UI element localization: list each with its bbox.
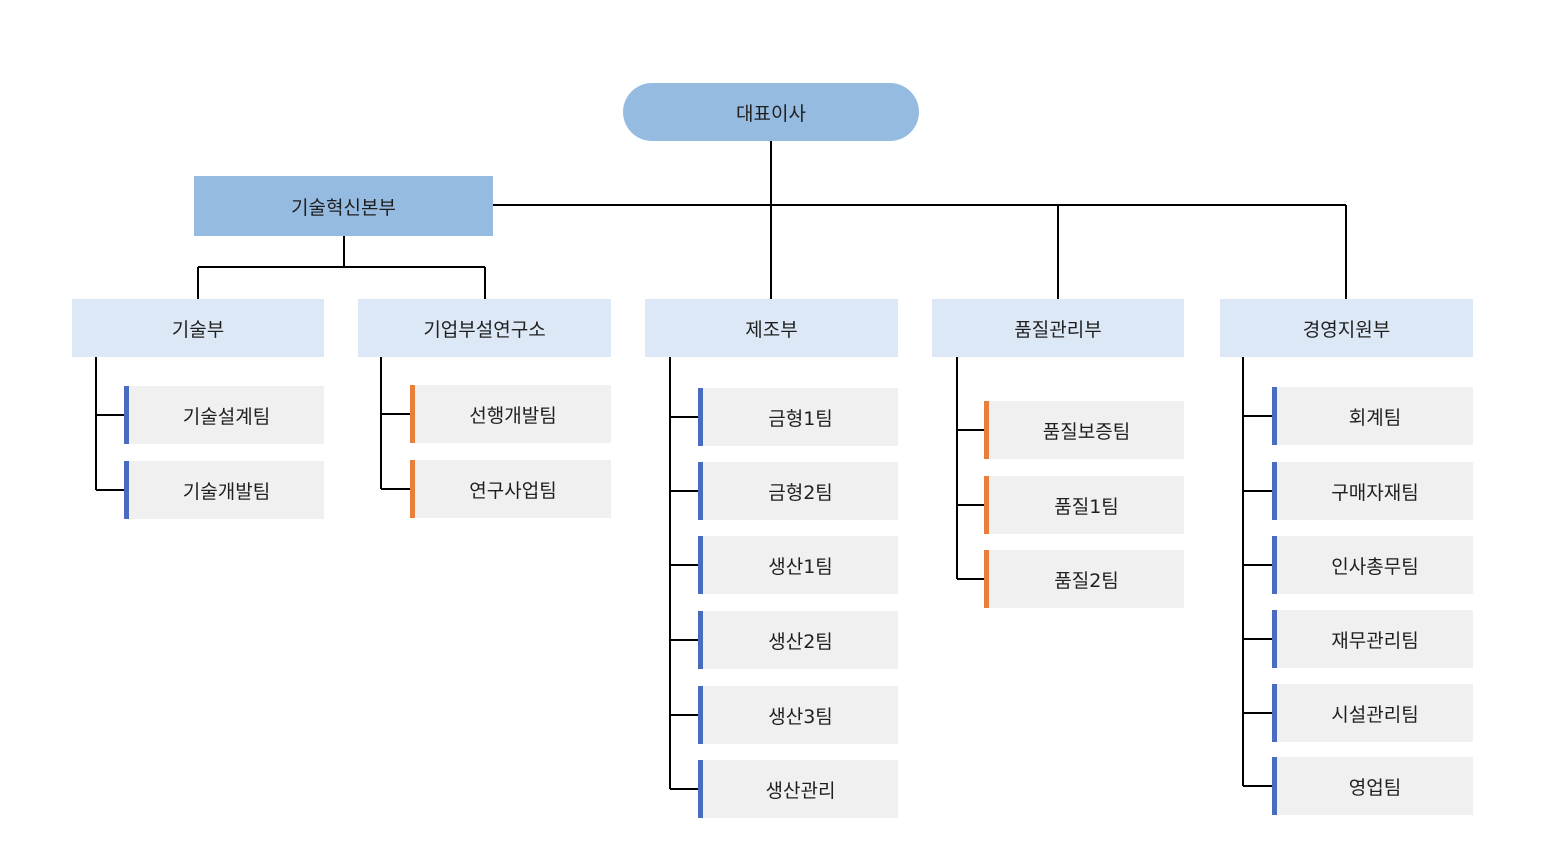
team-box: 생산2팀 (698, 611, 898, 669)
ceo-box: 대표이사 (623, 83, 919, 141)
team-box: 연구사업팀 (410, 460, 611, 518)
team-box: 품질보증팀 (984, 401, 1184, 459)
team-box: 회계팀 (1272, 387, 1473, 445)
dept-management: 경영지원부 (1220, 299, 1473, 357)
hq-box: 기술혁신본부 (194, 176, 493, 236)
team-box: 생산3팀 (698, 686, 898, 744)
team-box: 품질2팀 (984, 550, 1184, 608)
dept-tech: 기술부 (72, 299, 324, 357)
team-box: 품질1팀 (984, 476, 1184, 534)
team-box: 선행개발팀 (410, 385, 611, 443)
team-box: 기술설계팀 (124, 386, 324, 444)
dept-quality: 품질관리부 (932, 299, 1184, 357)
team-box: 구매자재팀 (1272, 462, 1473, 520)
team-box: 금형2팀 (698, 462, 898, 520)
team-box: 시설관리팀 (1272, 684, 1473, 742)
team-box: 기술개발팀 (124, 461, 324, 519)
dept-manufacturing: 제조부 (645, 299, 898, 357)
team-box: 재무관리팀 (1272, 610, 1473, 668)
team-box: 인사총무팀 (1272, 536, 1473, 594)
dept-research-lab: 기업부설연구소 (358, 299, 611, 357)
team-box: 영업팀 (1272, 757, 1473, 815)
team-box: 생산1팀 (698, 536, 898, 594)
team-box: 금형1팀 (698, 388, 898, 446)
team-box: 생산관리 (698, 760, 898, 818)
